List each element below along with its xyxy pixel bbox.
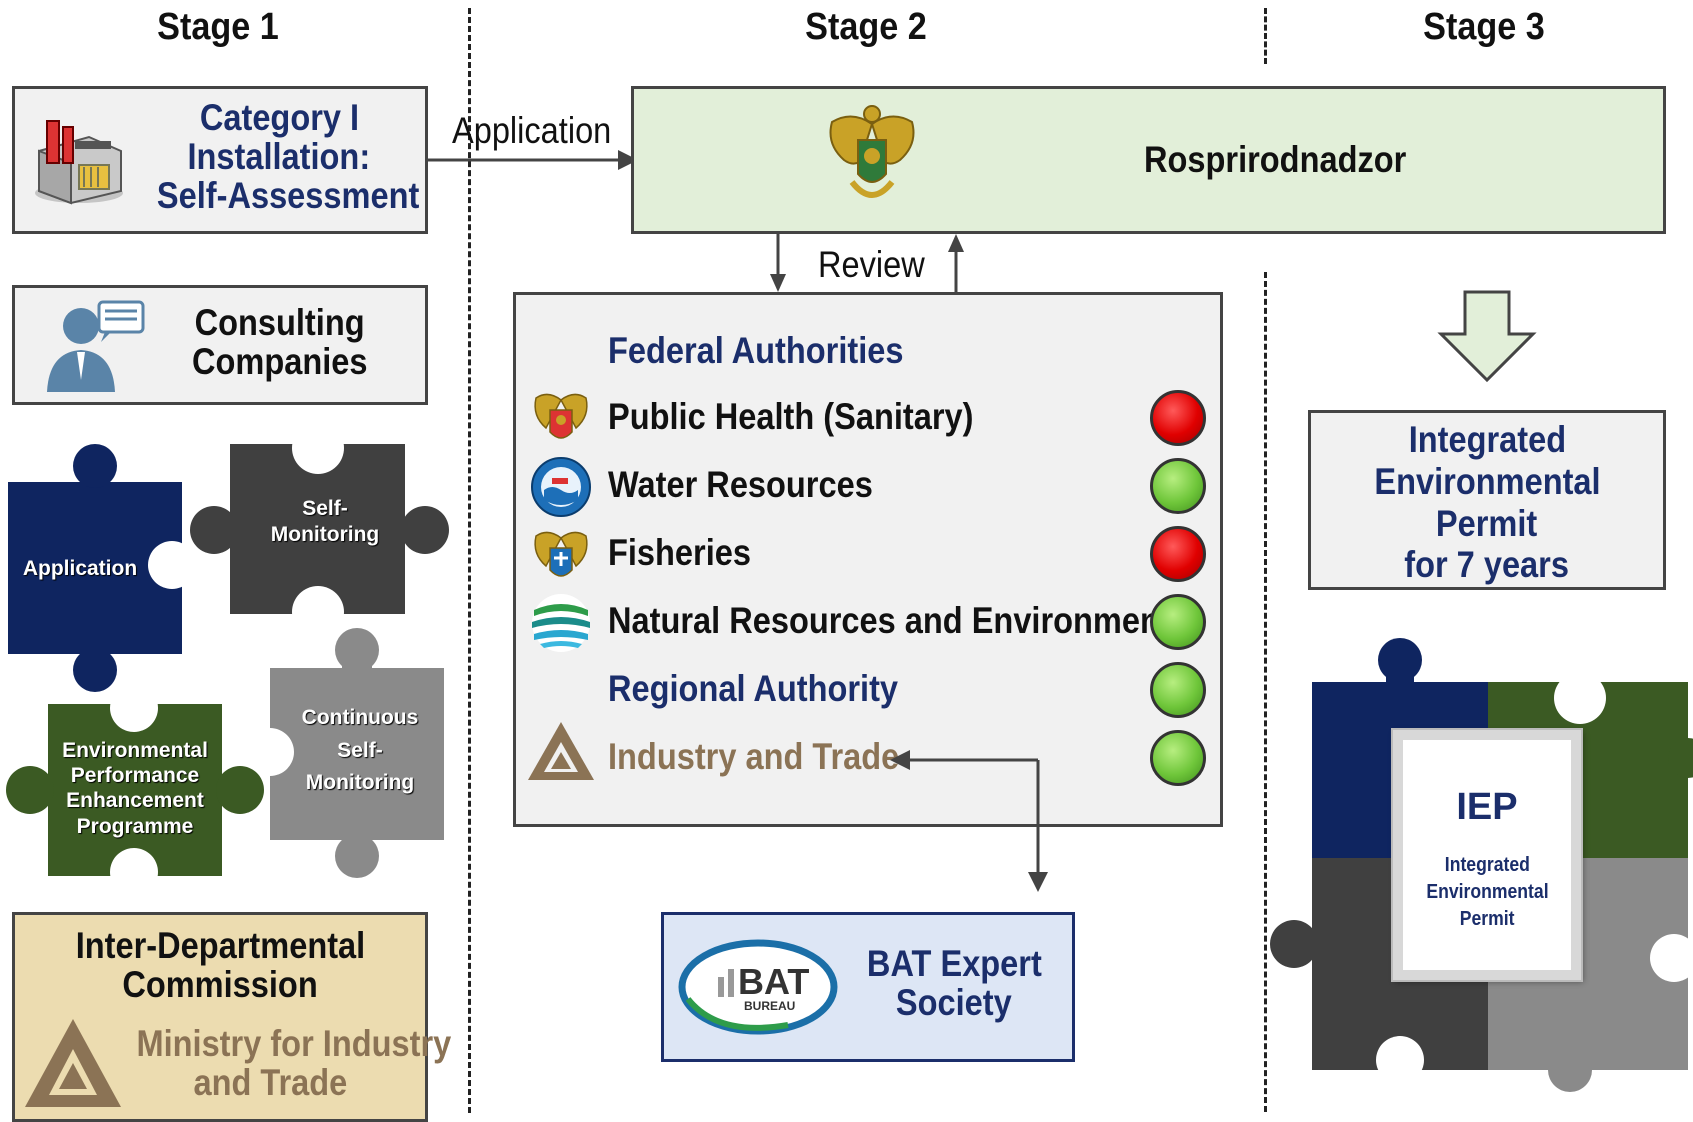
stage-1-title: Stage 1 — [157, 6, 279, 48]
ministry-line-2: and Trade — [193, 1061, 347, 1103]
puzzle-label-application: Application — [22, 557, 138, 580]
ministry-triangle-icon — [528, 722, 594, 780]
puzzle-piece-application — [8, 444, 196, 692]
commission-line-2: Commission — [122, 963, 318, 1005]
application-arrow — [428, 150, 638, 170]
stage-divider-1 — [468, 8, 471, 1113]
iep-certificate-card: IEP Integrated Environmental Permit — [1391, 728, 1583, 982]
review-label: Review — [818, 244, 925, 285]
status-light-fisheries — [1150, 526, 1206, 582]
eagle-emblem-icon — [534, 393, 588, 439]
iep-line-3: Permit — [1459, 908, 1515, 930]
puzzle-piece-self-monitoring — [190, 422, 449, 638]
row-label-fisheries: Fisheries — [608, 532, 751, 573]
factory-icon — [35, 120, 123, 205]
status-light-industry-trade — [1150, 730, 1206, 786]
rosprirodnadzor-box: Rosprirodnadzor — [631, 86, 1666, 234]
regional-authority-heading: Regional Authority — [608, 668, 899, 709]
row-label-public-health: Public Health (Sanitary) — [608, 396, 974, 437]
status-light-natural-resources — [1150, 594, 1206, 650]
iep-line-1: Integrated — [1444, 854, 1530, 876]
authorities-box — [513, 292, 1223, 827]
status-light-public-health — [1150, 390, 1206, 446]
double-headed-eagle-emblem — [829, 105, 915, 198]
puzzle-piece-eepep — [6, 684, 264, 896]
puzzle-piece-continuous — [246, 628, 444, 878]
bat-logo-sub: BUREAU — [744, 999, 796, 1013]
consulting-companies-box: Consulting Companies — [12, 285, 428, 405]
ministry-triangle-logo — [25, 1019, 121, 1107]
permit-line-1: Integrated — [1408, 419, 1566, 460]
category-line-2: Installation: — [187, 135, 371, 177]
category-line-1: Category I — [199, 97, 359, 138]
rosprirodnadzor-label: Rosprirodnadzor — [1144, 139, 1407, 180]
iep-title: IEP — [1456, 786, 1518, 828]
permit-line-4: for 7 years — [1404, 544, 1570, 586]
stage-3-title: Stage 3 — [1423, 6, 1545, 48]
permit-line-3: Permit — [1436, 502, 1538, 544]
waves-logo-icon — [532, 594, 590, 652]
stage-divider-2-top — [1264, 8, 1267, 64]
stage-2-title: Stage 2 — [805, 6, 927, 48]
stage-1-puzzle — [6, 422, 449, 896]
bat-bureau-logo — [678, 939, 838, 1035]
consulting-line-2: Companies — [192, 340, 368, 382]
consultant-icon — [47, 300, 145, 392]
consulting-line-1: Consulting — [194, 302, 366, 343]
iep-line-2: Environmental — [1425, 881, 1549, 903]
water-agency-icon — [531, 457, 591, 517]
row-label-water-resources: Water Resources — [608, 464, 873, 505]
category-i-box: Category I Installation: Self-Assessment — [12, 86, 428, 234]
bat-connector-arrow — [890, 750, 1048, 892]
bat-line-1: BAT Expert — [866, 943, 1042, 984]
bat-logo-main: BAT — [738, 961, 810, 1002]
federal-authorities-heading: Federal Authorities — [608, 330, 904, 371]
review-arrows — [770, 234, 964, 292]
puzzle-label-self-monitoring: Self-Monitoring — [270, 497, 380, 547]
stage-divider-2-bottom — [1264, 272, 1267, 1112]
commission-line-1: Inter-Departmental — [75, 925, 365, 966]
category-line-3: Self-Assessment — [156, 174, 420, 216]
stage-3-down-arrow — [1437, 290, 1537, 383]
permit-line-2: Environmental — [1373, 460, 1601, 502]
integrated-permit-box: Integrated Environmental Permit for 7 ye… — [1308, 410, 1666, 590]
ministry-line-1: Ministry for Industry — [136, 1023, 452, 1064]
application-arrow-label: Application — [452, 110, 612, 151]
bat-line-2: Society — [896, 981, 1012, 1023]
status-light-water-resources — [1150, 458, 1206, 514]
bat-expert-society-box: BAT BUREAU BAT Expert Society — [661, 912, 1075, 1062]
row-label-industry-trade: Industry and Trade — [608, 736, 900, 777]
fisheries-emblem-icon — [534, 531, 588, 577]
status-light-regional — [1150, 662, 1206, 718]
commission-box: Inter-Departmental Commission Ministry f… — [12, 912, 451, 1122]
row-label-natural-resources: Natural Resources and Environment — [608, 600, 1171, 641]
